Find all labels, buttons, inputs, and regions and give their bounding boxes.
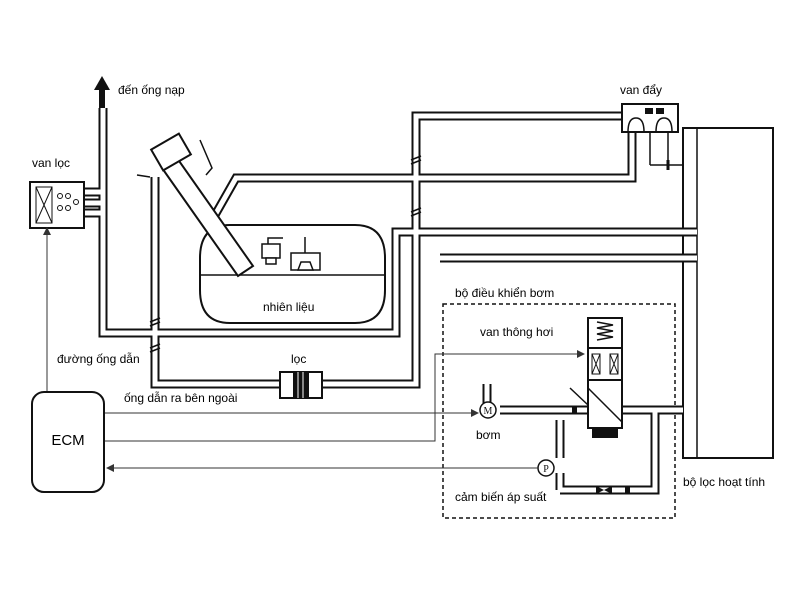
fuel-tank — [199, 224, 386, 324]
label-pump: bơm — [476, 428, 501, 442]
label-outlet-pipe: ống dẫn ra bên ngoài — [124, 391, 238, 405]
tank-valves — [261, 237, 321, 271]
vent-valve — [569, 317, 623, 438]
ecm-label: ECM — [51, 432, 85, 449]
filler-neck — [136, 132, 255, 278]
label-pump-controller: bộ điều khiển bơm — [455, 286, 555, 300]
label-check-valve: van đẩy — [620, 83, 663, 97]
signal-wires — [43, 227, 585, 472]
pressure-sensor-symbol: P — [543, 464, 549, 475]
pump: M — [479, 401, 497, 419]
label-to-intake: đến ống nạp — [118, 83, 185, 97]
pump-symbol: M — [484, 406, 493, 417]
purge-valve — [29, 181, 85, 229]
label-vent-valve: van thông hơi — [480, 325, 554, 339]
intake-arrow — [94, 76, 110, 108]
orifice-markers — [572, 406, 630, 494]
label-fuel: nhiên liệu — [263, 300, 315, 314]
pressure-sensor: P — [537, 459, 555, 477]
ecm-box — [31, 391, 105, 493]
label-activated-carbon: bộ lọc hoạt tính — [683, 475, 766, 489]
check-valve — [621, 103, 683, 170]
filter — [279, 371, 323, 399]
label-purge-valve: van lọc — [32, 156, 71, 170]
label-filter: lọc — [291, 352, 307, 366]
activated-carbon-canister — [682, 127, 774, 459]
label-pressure-sensor: cảm biến áp suất — [455, 490, 547, 504]
pipe-break-marks — [149, 155, 422, 353]
label-pipeline: đường ống dẫn — [57, 352, 140, 366]
